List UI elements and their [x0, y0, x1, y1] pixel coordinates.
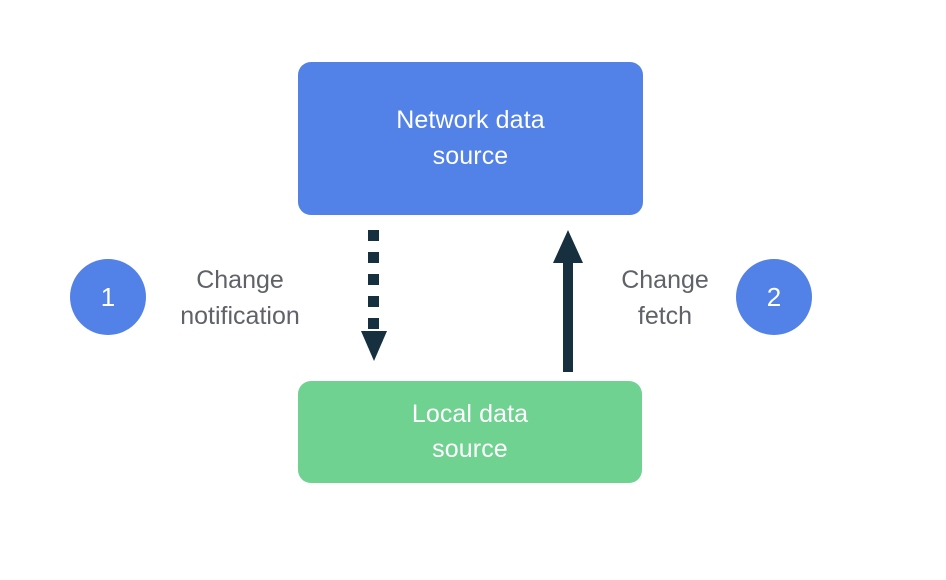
arrow-head-down-icon [361, 331, 387, 361]
arrow-head-up-icon [553, 230, 583, 263]
step-marker-1-number: 1 [100, 282, 116, 312]
step-marker-2-number: 2 [766, 282, 782, 312]
step-marker-1[interactable]: 1 [70, 259, 146, 335]
node-network-data-source-label: Network data source [396, 106, 545, 170]
node-local-data-source-label: Local data source [411, 399, 529, 464]
step-marker-2[interactable]: 2 [736, 259, 812, 335]
arrow-change-fetch [553, 230, 583, 372]
node-local-data-source[interactable]: Local data source [298, 381, 642, 483]
edge-label-change-notification: Change notification [180, 266, 300, 330]
node-network-data-source[interactable]: Network data source [298, 62, 643, 215]
arrow-change-notification [361, 230, 387, 361]
edge-label-change-fetch: Change fetch [621, 266, 709, 330]
